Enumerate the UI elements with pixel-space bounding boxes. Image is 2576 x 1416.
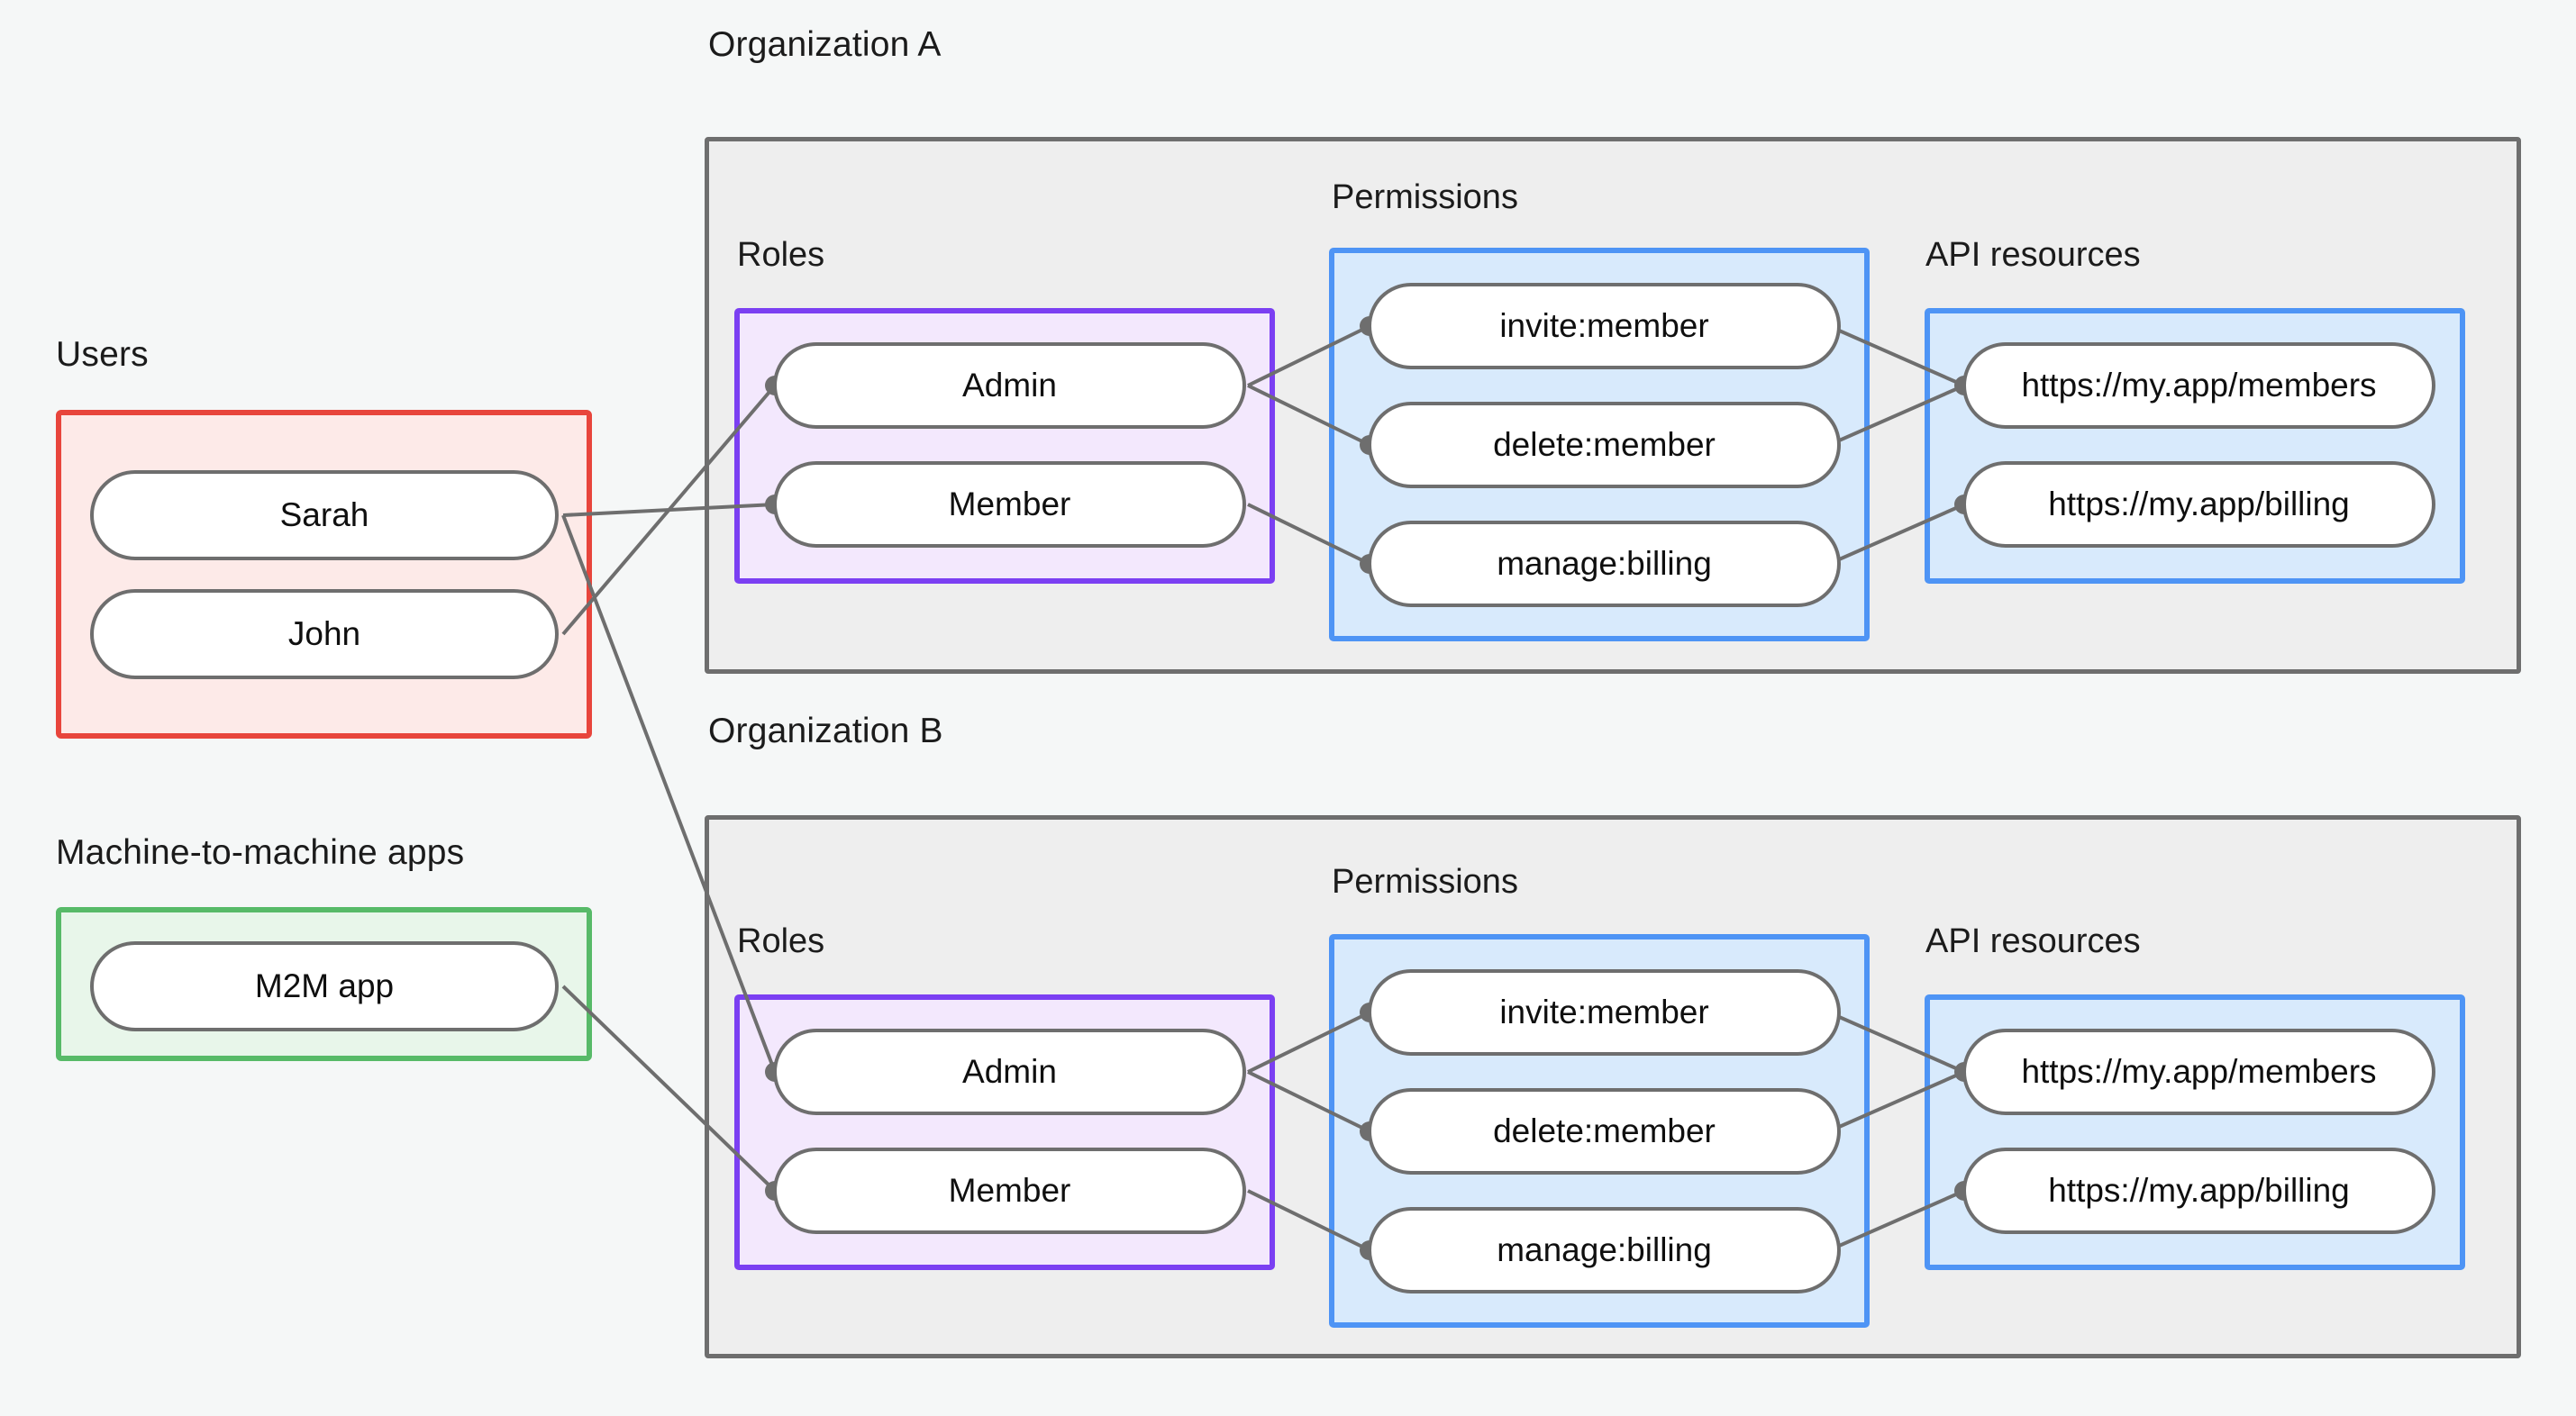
role-pill-label: Member <box>948 1172 1071 1209</box>
permission-pill-label: invite:member <box>1499 994 1709 1030</box>
m2m-group-label: Machine-to-machine apps <box>56 833 465 872</box>
organization-b-permission-pill-invite-member[interactable]: invite:member <box>1368 969 1841 1056</box>
permission-pill-label: delete:member <box>1493 1112 1716 1149</box>
api-pill-label: https://my.app/members <box>2021 367 2377 404</box>
permission-pill-label: invite:member <box>1499 307 1709 344</box>
permission-pill-label: delete:member <box>1493 426 1716 463</box>
organization-b-label: Organization B <box>708 712 943 750</box>
organization-a-permission-pill-delete-member[interactable]: delete:member <box>1368 402 1841 488</box>
users-group-label: Users <box>56 335 149 374</box>
organization-a-api-pill-members[interactable]: https://my.app/members <box>1962 342 2435 429</box>
role-pill-label: Member <box>948 486 1071 522</box>
organization-b-permission-pill-delete-member[interactable]: delete:member <box>1368 1088 1841 1175</box>
m2m-pill-app[interactable]: M2M app <box>90 941 559 1031</box>
role-pill-label: Admin <box>962 367 1057 404</box>
role-pill-label: Admin <box>962 1053 1057 1090</box>
permission-pill-label: manage:billing <box>1497 545 1712 582</box>
m2m-pill-label: M2M app <box>254 967 395 1004</box>
organization-b-role-pill-admin[interactable]: Admin <box>773 1029 1246 1115</box>
organization-a-label: Organization A <box>708 25 942 64</box>
users-group-box <box>56 410 592 739</box>
organization-b-api-resources-label: API resources <box>1925 922 2141 960</box>
organization-a-api-resources-label: API resources <box>1925 236 2141 274</box>
organization-a-role-pill-member[interactable]: Member <box>773 461 1246 548</box>
organization-a-api-pill-billing[interactable]: https://my.app/billing <box>1962 461 2435 548</box>
organization-b-api-pill-billing[interactable]: https://my.app/billing <box>1962 1148 2435 1234</box>
organization-b-permissions-label: Permissions <box>1332 863 1518 901</box>
organization-a-roles-label: Roles <box>737 236 825 274</box>
permission-pill-label: manage:billing <box>1497 1231 1712 1268</box>
organization-b-roles-label: Roles <box>737 922 825 960</box>
organization-b-api-pill-members[interactable]: https://my.app/members <box>1962 1029 2435 1115</box>
api-pill-label: https://my.app/members <box>2021 1053 2377 1090</box>
organization-a-permissions-label: Permissions <box>1332 178 1518 216</box>
user-pill-john[interactable]: John <box>90 589 559 679</box>
api-pill-label: https://my.app/billing <box>2048 1172 2350 1209</box>
organization-a-role-pill-admin[interactable]: Admin <box>773 342 1246 429</box>
organization-a-permission-pill-invite-member[interactable]: invite:member <box>1368 283 1841 369</box>
user-pill-sarah[interactable]: Sarah <box>90 470 559 560</box>
organization-b-role-pill-member[interactable]: Member <box>773 1148 1246 1234</box>
user-pill-label: Sarah <box>279 496 369 533</box>
api-pill-label: https://my.app/billing <box>2048 486 2350 522</box>
user-pill-label: John <box>287 615 361 652</box>
organization-a-permission-pill-manage-billing[interactable]: manage:billing <box>1368 521 1841 607</box>
organization-b-permission-pill-manage-billing[interactable]: manage:billing <box>1368 1207 1841 1293</box>
